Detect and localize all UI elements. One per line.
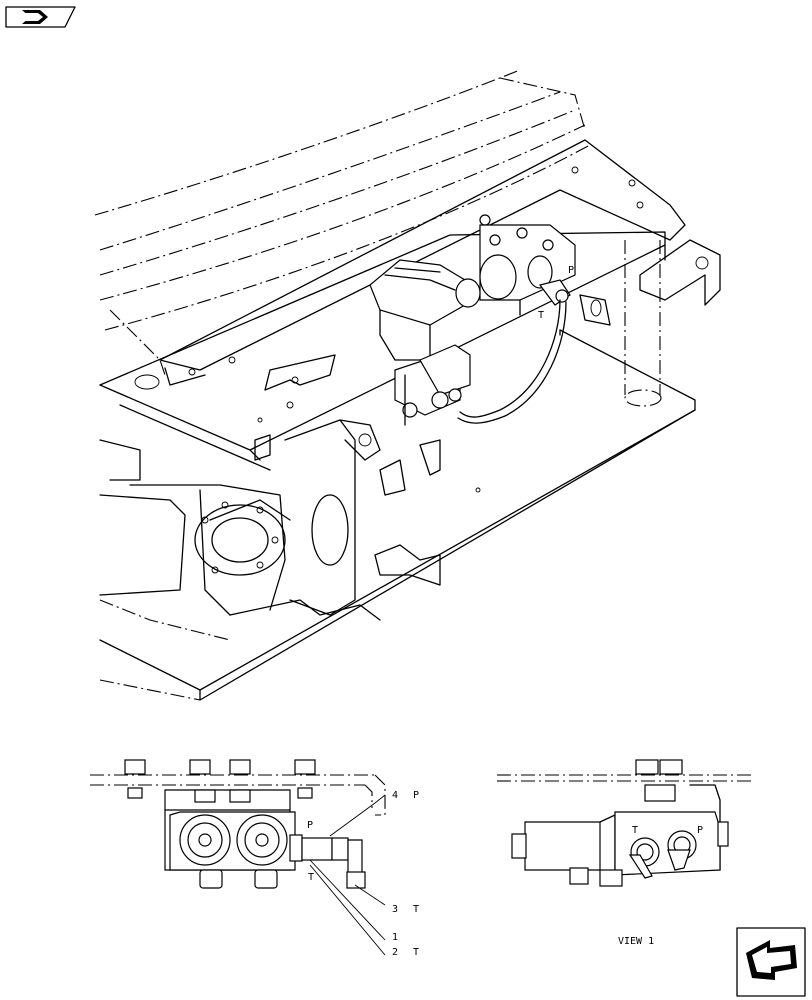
callout-3-port: T (413, 904, 419, 915)
navigate-back-icon[interactable] (5, 6, 76, 28)
port-p-detail: P (307, 820, 313, 831)
callout-2-port: T (413, 947, 419, 958)
view-1-detail: T P VIEW 1 (497, 759, 755, 947)
next-page-arrow-icon[interactable] (736, 927, 806, 997)
valve-detail-view: 4 P P T 3 T 1 2 T (90, 759, 419, 958)
callout-1: 1 (392, 932, 398, 943)
callout-4: 4 (392, 790, 398, 801)
port-coils (179, 814, 288, 866)
mounting-bolts (124, 759, 316, 799)
port-p-view1: P (697, 825, 703, 836)
port-t-detail: T (308, 872, 314, 883)
callout-2: 2 (392, 947, 398, 958)
view-1-label: VIEW 1 (618, 936, 654, 947)
port-t-view1: T (632, 825, 638, 836)
hose-fittings (289, 834, 366, 889)
callout-4-port: P (413, 790, 419, 801)
main-isometric-view: P T (94, 69, 721, 701)
callout-3: 3 (392, 904, 398, 915)
port-p-label: P (568, 265, 574, 276)
port-t-label: T (538, 310, 544, 321)
